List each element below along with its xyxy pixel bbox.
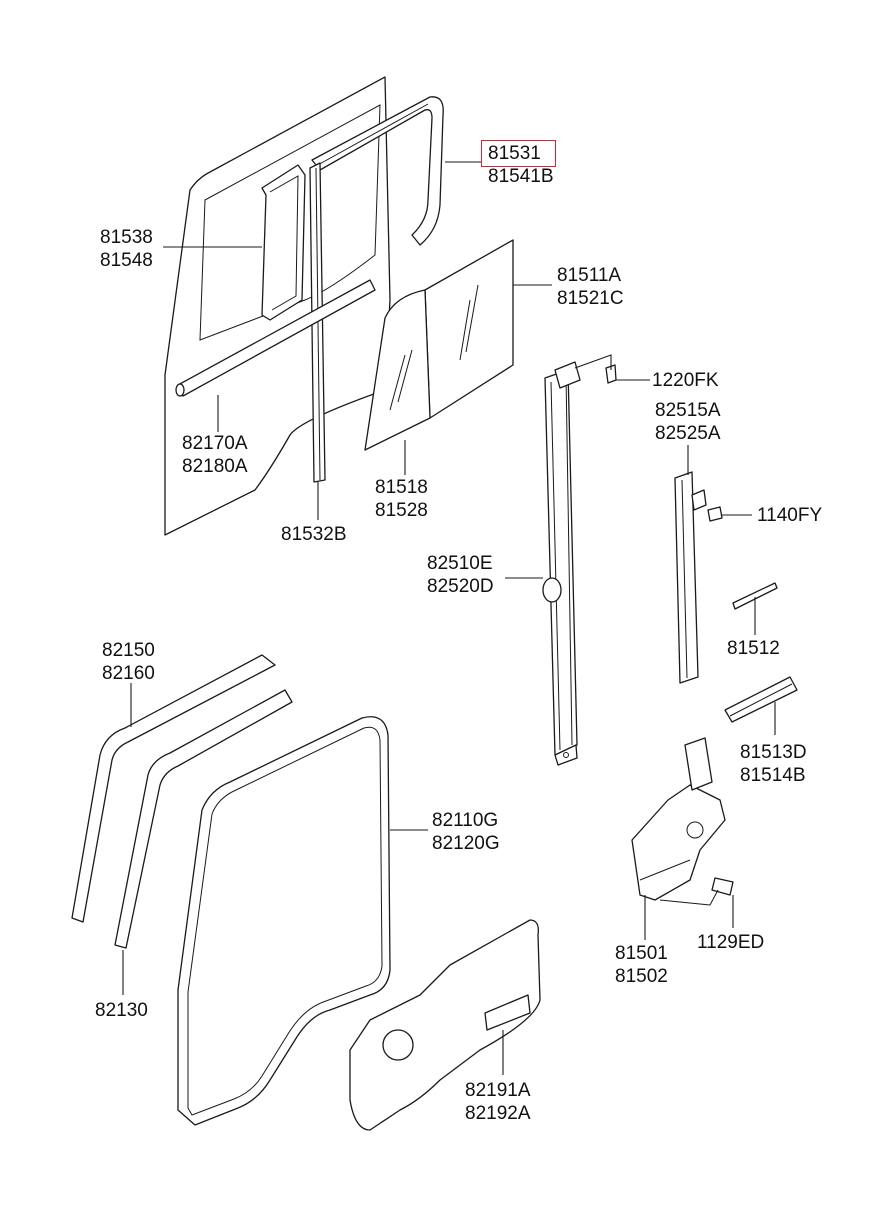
- door-glass-81511a: [424, 239, 514, 419]
- label-81538[interactable]: 81538: [100, 227, 153, 248]
- bracket-81513d: [724, 676, 798, 723]
- label-82515a[interactable]: 82515A: [655, 400, 721, 421]
- door-seal-82110g: [177, 716, 391, 1126]
- bolt-1140fy: [707, 506, 723, 522]
- label-81513d[interactable]: 81513D: [740, 742, 807, 763]
- label-82160[interactable]: 82160: [102, 663, 155, 684]
- rear-channel-81538: [261, 164, 306, 321]
- label-82120g[interactable]: 82120G: [432, 833, 500, 854]
- leader-lines: [122, 161, 776, 1075]
- label-1220fk[interactable]: 1220FK: [652, 370, 719, 391]
- label-81521c[interactable]: 81521C: [557, 288, 624, 309]
- label-81541b[interactable]: 81541B: [488, 166, 554, 187]
- label-82191a[interactable]: 82191A: [465, 1080, 531, 1101]
- label-1129ed[interactable]: 1129ED: [697, 932, 765, 953]
- label-82520d[interactable]: 82520D: [427, 576, 494, 597]
- label-81502[interactable]: 81502: [615, 966, 668, 987]
- weatherstrip-82170a: [175, 279, 376, 397]
- bolt-1129ed: [709, 877, 734, 906]
- quarter-glass-81518: [364, 289, 431, 451]
- label-81518[interactable]: 81518: [375, 477, 428, 498]
- label-81514b[interactable]: 81514B: [740, 765, 806, 786]
- label-82130[interactable]: 82130: [95, 1000, 148, 1021]
- highlight-box: [481, 140, 556, 167]
- label-81531[interactable]: 81531: [488, 143, 541, 164]
- label-82525a[interactable]: 82525A: [655, 423, 721, 444]
- label-81528[interactable]: 81528: [375, 500, 428, 521]
- regulator-81501: [631, 737, 726, 906]
- strip-82130: [114, 689, 293, 949]
- rear-rail-82515a: [674, 471, 707, 684]
- label-82192a[interactable]: 82192A: [465, 1103, 531, 1124]
- label-82110g[interactable]: 82110G: [432, 810, 499, 831]
- trim-panel-82191a: [349, 919, 541, 1131]
- label-81512[interactable]: 81512: [727, 638, 780, 659]
- window-rail-82510e: [542, 361, 581, 766]
- strip-82150: [71, 654, 276, 923]
- vertical-channel-81532b: [309, 162, 326, 483]
- label-82170a[interactable]: 82170A: [182, 433, 248, 454]
- label-82510e[interactable]: 82510E: [427, 553, 493, 574]
- label-81548[interactable]: 81548: [100, 250, 153, 271]
- label-81501[interactable]: 81501: [615, 943, 668, 964]
- strip-81512: [732, 582, 778, 610]
- label-1140fy[interactable]: 1140FY: [757, 505, 823, 526]
- label-81532b[interactable]: 81532B: [281, 524, 347, 545]
- label-82150[interactable]: 82150: [102, 640, 155, 661]
- label-81511a[interactable]: 81511A: [557, 265, 622, 286]
- run-channel-81531: [311, 96, 444, 246]
- label-82180a[interactable]: 82180A: [182, 456, 248, 477]
